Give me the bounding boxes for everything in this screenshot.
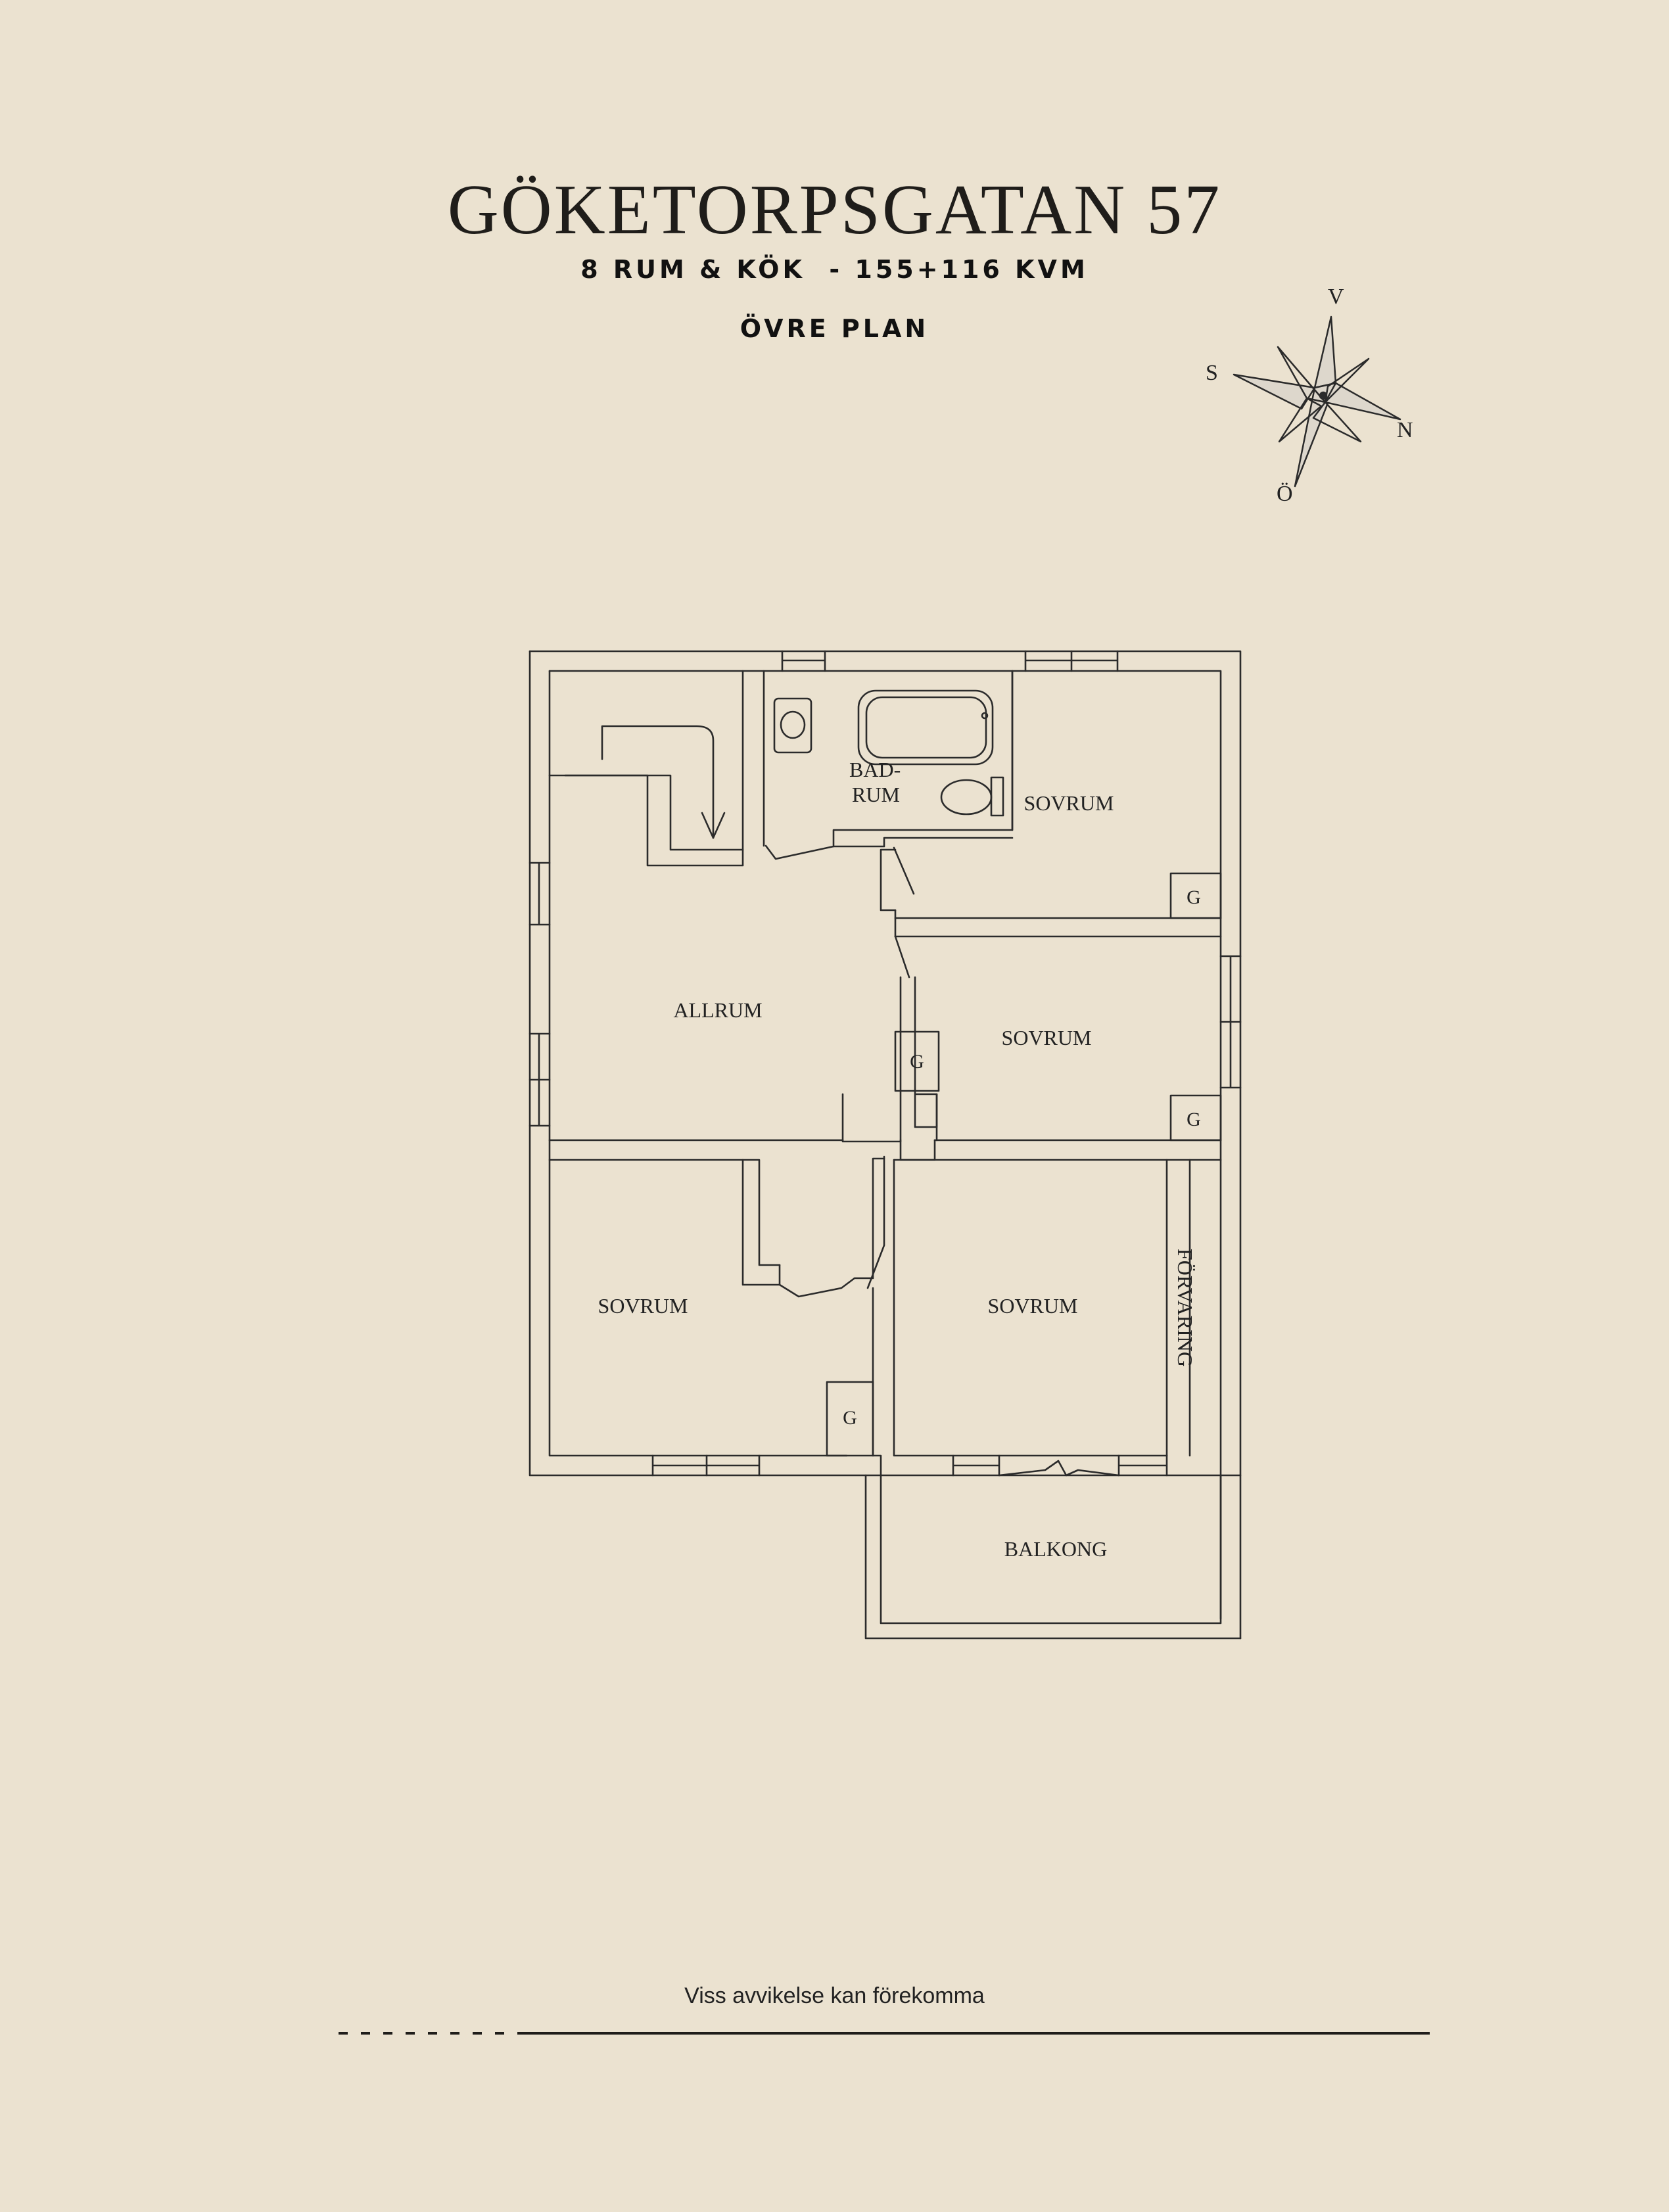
footer-divider bbox=[325, 2032, 1430, 2035]
toilet-icon bbox=[990, 776, 1004, 817]
sink-icon bbox=[773, 697, 812, 754]
wardrobe-box bbox=[894, 1030, 940, 1092]
room-label-bathroom: BAD- bbox=[849, 758, 901, 781]
wardrobe-label: G bbox=[843, 1407, 857, 1429]
wardrobe-box bbox=[1169, 872, 1222, 919]
page-title: GÖKETORPSGATAN 57 bbox=[447, 171, 1222, 249]
wardrobe-box bbox=[826, 1381, 874, 1457]
compass-west-label: V bbox=[1328, 285, 1344, 309]
room-label-bedroom-1: SOVRUM bbox=[1024, 791, 1114, 815]
room-label-bedroom-2: SOVRUM bbox=[1002, 1026, 1092, 1049]
compass-south-label: S bbox=[1206, 361, 1218, 385]
stair-arrow-icon bbox=[601, 725, 715, 839]
disclaimer-text: Viss avvikelse kan förekomma bbox=[684, 1983, 985, 2008]
compass-north-label: N bbox=[1397, 418, 1413, 442]
room-label-bedroom-3: SOVRUM bbox=[598, 1294, 688, 1318]
balcony-door bbox=[998, 1460, 1120, 1477]
floor-plan: BAD- RUM SOVRUM G SOVRUM G G ALLRUM SOVR… bbox=[529, 650, 1242, 1640]
room-label-family-room: ALLRUM bbox=[673, 998, 762, 1022]
balcony-wall bbox=[864, 1474, 1242, 1640]
wardrobe-label: G bbox=[910, 1051, 924, 1072]
compass-rose-icon: V S N Ö bbox=[1206, 285, 1413, 506]
compass-east-label: Ö bbox=[1277, 482, 1293, 506]
window bbox=[781, 650, 826, 672]
floor-level-label: ÖVRE PLAN bbox=[740, 314, 929, 343]
wardrobe-label: G bbox=[1187, 887, 1201, 908]
property-summary: 8 RUM & KÖK - 155+116 KVM bbox=[580, 255, 1089, 284]
wardrobe-box bbox=[1169, 1094, 1222, 1141]
room-label-bathroom-2: RUM bbox=[852, 783, 900, 806]
bathtub-icon bbox=[857, 689, 994, 766]
room-label-balcony: BALKONG bbox=[1004, 1537, 1107, 1561]
outer-wall bbox=[529, 650, 1242, 1640]
room-label-bedroom-4: SOVRUM bbox=[988, 1294, 1078, 1318]
room-label-storage: FÖRVARING bbox=[1173, 1249, 1197, 1367]
wardrobe-label: G bbox=[1187, 1109, 1201, 1130]
